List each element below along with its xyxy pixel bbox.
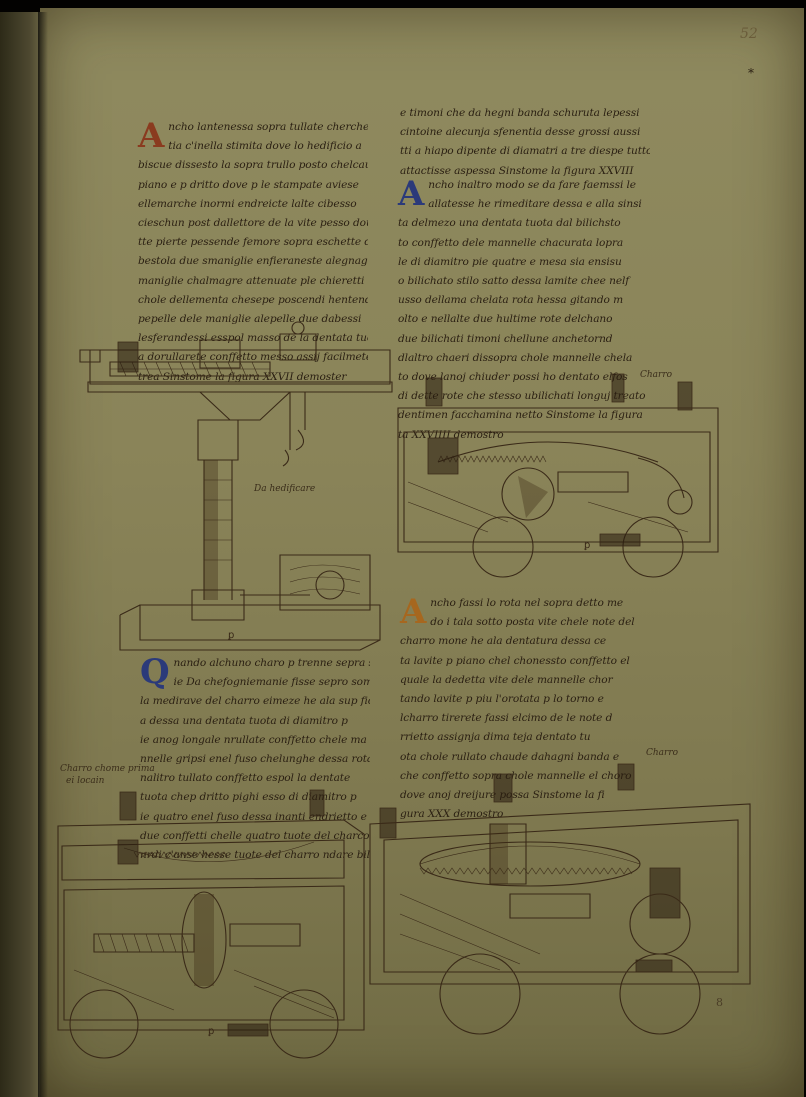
text-line: nalitro tullato conffetto espol la denta… — [140, 772, 351, 785]
text-line: ncho lantenessa sopra tullate cherchessa — [168, 121, 368, 133]
text-line: dlaltro chaeri dissopra chole mannelle c… — [398, 351, 633, 364]
text-line: ncho inaltro modo se da fare faemssi le — [428, 179, 636, 191]
drawing-caption: Charro — [640, 370, 673, 380]
text-line: tte pierte pessende femore sopra eschett… — [138, 236, 368, 249]
text-line: la medirave del charro eimeze he ala sup… — [140, 695, 370, 708]
text-line: nnelle gripsi enel fuso chelunghe dessa … — [140, 753, 370, 766]
drawing-screw-jack: ꝑ — [80, 320, 400, 660]
text-line: allatesse he rimeditare dessa e alla sin… — [428, 198, 642, 211]
decorated-initial-q: Q — [140, 652, 170, 692]
text-line: bestola due smaniglie enfieraneste alegn… — [138, 255, 368, 268]
text-lines: ncho lantenessa sopra tullate cherchessa… — [138, 118, 368, 387]
text-line: trea Sinstome la figura XXVII demoster — [138, 370, 347, 383]
binding-gutter — [38, 12, 48, 1097]
text-line: tando lavite p piu l'orotata p lo torno … — [400, 693, 604, 706]
text-column-left-lower: Q nando alchuno charo p trenne sepra ses… — [140, 654, 370, 865]
text-lines: ncho fassi lo rota nel sopra detto me do … — [400, 594, 650, 824]
text-line: tia c'inella stimita dove lo hedificio a — [168, 140, 362, 153]
text-line: due conffetti chelle quatro tuote del ch… — [140, 829, 370, 842]
text-line: ta delmezo una dentata tuota dal bilichs… — [398, 217, 621, 230]
text-line: lesferandessi esspol masso de la dentata… — [138, 332, 368, 345]
text-line: ncho fassi lo rota nel sopra detto me — [430, 597, 624, 609]
text-line: due bilichati timoni chellune anchetornd — [398, 332, 613, 345]
text-column-right-middle: A ncho inaltro modo se da fare faemssi l… — [398, 176, 648, 445]
text-line: ota chole rullato chaude dahagni banda e — [400, 750, 620, 763]
svg-text:ꝑ: ꝑ — [227, 630, 234, 641]
text-line: dentimen facchamina netto Sinstome la fi… — [398, 409, 643, 422]
text-line: o bilichato stilo satto dessa lamite che… — [398, 275, 630, 288]
drawing-gear-cart-3: ꝑ — [54, 790, 374, 1070]
facing-page-edge — [0, 12, 42, 1097]
decorated-initial-a: A — [398, 174, 425, 214]
text-line: le di diamitro pie quatre e mesa sia ens… — [398, 255, 622, 268]
drawing-gear-cart-1: ꝑ — [388, 372, 728, 582]
drawing-caption: Charro chome prima — [60, 764, 155, 774]
text-line: che conffetto sopra chole mannelle el ch… — [400, 769, 632, 782]
page-mark: * — [748, 66, 754, 80]
decorated-initial-a: A — [138, 116, 165, 156]
text-line: lcharro tirerete fassi elcimo de le note… — [400, 712, 613, 725]
text-line: ta lavite p piano chel chonessto conffet… — [400, 654, 630, 667]
drawing-caption: Charro — [646, 748, 679, 758]
text-line: nando alchuno charo p trenne sepra sessi — [173, 657, 370, 669]
text-line: ie Da chefogniemanie fisse sepro somsi — [173, 676, 370, 689]
text-line: maniglie chalmagre attenuate ple chieret… — [138, 274, 365, 287]
svg-text:ꝑ: ꝑ — [207, 1026, 214, 1037]
page-corner-number: 8 — [716, 996, 723, 1009]
text-line: tti a hiapo dipente di diamatri a tre di… — [400, 145, 650, 158]
text-line: usso dellama chelata rota hessa gitando … — [398, 294, 624, 307]
text-line: tuota chep dritto pighi esso di diamitro… — [140, 791, 357, 804]
text-line: a dessa una dentata tuota di diamitro p — [140, 714, 348, 727]
text-line: rrietto assignja dima teja dentato tu — [400, 731, 591, 744]
text-line: cintoine alecunja sfenentia desse grossi… — [400, 126, 641, 139]
text-column-right-top: e timoni che da hegni banda schuruta lep… — [400, 104, 650, 181]
folio-number: 52 — [740, 26, 758, 42]
text-line: to dove lanoj chiuder possi ho dentato e… — [398, 371, 628, 384]
svg-text:ꝑ: ꝑ — [583, 540, 590, 551]
text-column-left-top: A ncho lantenessa sopra tullate cherches… — [138, 118, 368, 387]
text-line: biscue dissesto la sopra trullo posto ch… — [138, 159, 368, 172]
text-line: gura XXX demostro — [400, 808, 504, 821]
text-line: chole dellementa chesepe poscendi henten… — [138, 293, 368, 306]
text-line: ie anog longale nrullate conffetto chele… — [140, 733, 367, 746]
text-lines: ie Da chefogniemanie fisse sepro somsi la… — [140, 673, 370, 865]
text-line: nrdi c'anse hesse tuote del charro ndare… — [140, 849, 370, 862]
text-line: do i tala sotto posta vite chele note de… — [430, 616, 635, 629]
text-line: di dette rote che stesso ubilichati long… — [398, 390, 646, 403]
decorated-initial-a: A — [400, 592, 427, 632]
text-lines: e timoni che da hegni banda schuruta lep… — [400, 104, 650, 181]
text-line: cieschun post dallettore de la vite pess… — [138, 217, 368, 230]
text-line: pepelle dele maniglie alepelle due dabes… — [138, 313, 362, 326]
text-line: piano e p dritto dove p le stampate avie… — [138, 178, 359, 191]
drawing-caption: Da hedificare — [254, 484, 316, 494]
drawing-caption: ei locain — [66, 776, 105, 786]
drawing-gear-cart-2 — [360, 764, 760, 1054]
text-line: charro mone he ala dentatura dessa ce — [400, 635, 607, 648]
text-line: e timoni che da hegni banda schuruta lep… — [400, 107, 640, 119]
text-column-right-lower: A ncho fassi lo rota nel sopra detto me d… — [400, 594, 650, 824]
text-line: to conffetto dele mannelle chacurata lop… — [398, 236, 624, 249]
text-line: quale la dedetta vite dele mannelle chor — [400, 673, 613, 686]
text-line: olto e nellalte due hultime rote delchan… — [398, 313, 613, 326]
text-lines: ncho inaltro modo se da fare faemssi le a… — [398, 176, 648, 445]
text-line: attactisse aspessa Sinstome la figura XX… — [400, 164, 634, 177]
text-line: ellemarche inormi endreicte lalte cibess… — [138, 197, 357, 210]
